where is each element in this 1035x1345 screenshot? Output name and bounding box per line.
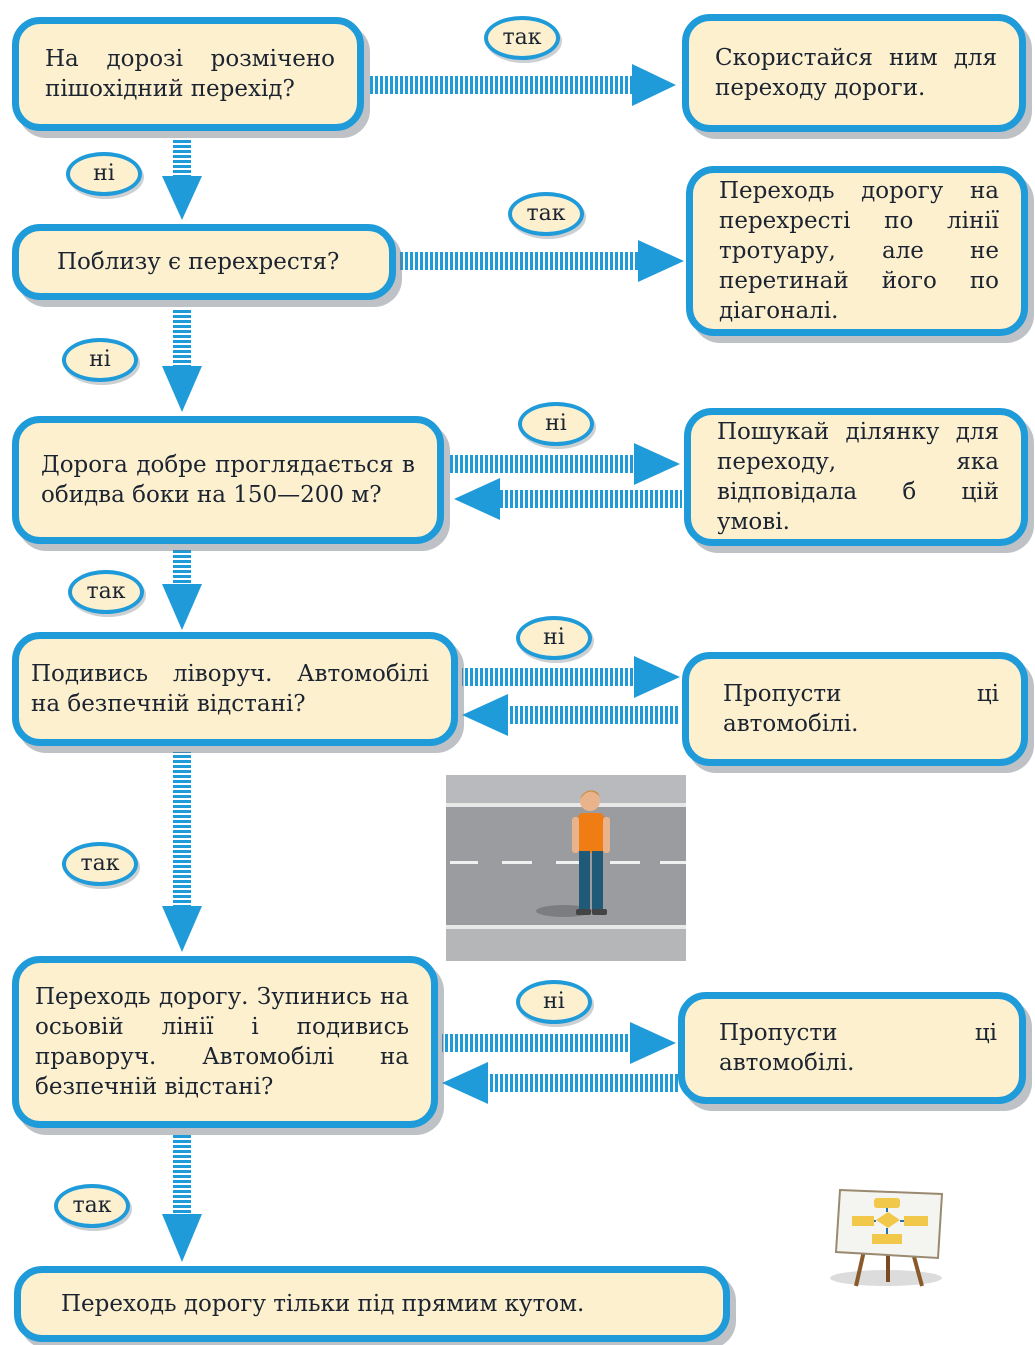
arrow-a4-back: [462, 694, 680, 736]
label-no-2: ні: [62, 338, 138, 382]
label-no-4: ні: [516, 616, 592, 660]
arrow-q3-no: [448, 443, 680, 485]
label-yes-2: так: [508, 192, 584, 236]
node-a2-text: Переходь дорогу на перехресті по лінії т…: [719, 178, 999, 324]
arrow-a5-back: [442, 1062, 678, 1104]
label-no-5: ні: [516, 980, 592, 1024]
arrow-a3-back: [454, 478, 682, 520]
arrow-q1-yes: [368, 64, 676, 106]
node-q3: Дорога добре проглядається в обидва боки…: [12, 416, 444, 544]
arrow-q4-no: [462, 656, 680, 698]
pedestrian-figure: [572, 790, 610, 915]
node-a2: Переходь дорогу на перехресті по лінії т…: [686, 166, 1028, 336]
node-q2-text: Поблизу є перехрестя?: [57, 249, 340, 275]
node-final-text: Переходь дорогу тільки під прямим кутом.: [61, 1291, 585, 1317]
node-q1-text: На дорозі розмічено пішохідний перехід?: [45, 46, 335, 102]
label-no-3: ні: [518, 402, 594, 446]
node-final: Переходь дорогу тільки під прямим кутом.: [14, 1266, 730, 1342]
node-a1-text: Скористайся ним для переходу дороги.: [715, 45, 997, 101]
label-yes-5: так: [54, 1184, 130, 1228]
label-no-1: ні: [66, 152, 142, 196]
arrow-q2-no: [162, 308, 202, 412]
node-q3-text: Дорога добре проглядається в обидва боки…: [41, 452, 415, 508]
label-yes-3: так: [68, 570, 144, 614]
node-a4-text: Пропусти ці автомобілі.: [723, 681, 999, 737]
arrow-q4-yes: [162, 752, 202, 952]
node-q1: На дорозі розмічено пішохідний перехід?: [12, 17, 364, 131]
arrow-q1-no: [162, 138, 202, 220]
label-yes-1: так: [484, 16, 560, 60]
arrow-q5-no: [442, 1022, 676, 1064]
arrow-q2-yes: [400, 240, 684, 282]
label-yes-4: так: [62, 842, 138, 886]
flowchart-easel-icon: [826, 1182, 956, 1292]
node-q4: Подивись ліворуч. Автомобілі на безпечні…: [12, 632, 458, 746]
pedestrian-on-road-image: [446, 775, 686, 961]
node-a4: Пропусти ці автомобілі.: [682, 652, 1028, 766]
node-a5: Пропусти ці автомобілі.: [678, 992, 1026, 1104]
node-a5-text: Пропусти ці автомобілі.: [719, 1020, 997, 1076]
node-q4-text: Подивись ліворуч. Автомобілі на безпечні…: [31, 661, 429, 717]
node-a1: Скористайся ним для переходу дороги.: [682, 14, 1026, 132]
node-q5-text: Переходь дорогу. Зупинись на осьовій лін…: [35, 984, 409, 1100]
node-a3-text: Пошукай ділянку для переходу, яка відпов…: [717, 419, 999, 535]
node-a3: Пошукай ділянку для переходу, яка відпов…: [684, 408, 1028, 546]
node-q5: Переходь дорогу. Зупинись на осьовій лін…: [12, 956, 438, 1128]
arrow-q3-yes: [162, 548, 202, 630]
node-q2: Поблизу є перехрестя?: [12, 224, 396, 300]
arrow-q5-yes: [162, 1134, 202, 1262]
